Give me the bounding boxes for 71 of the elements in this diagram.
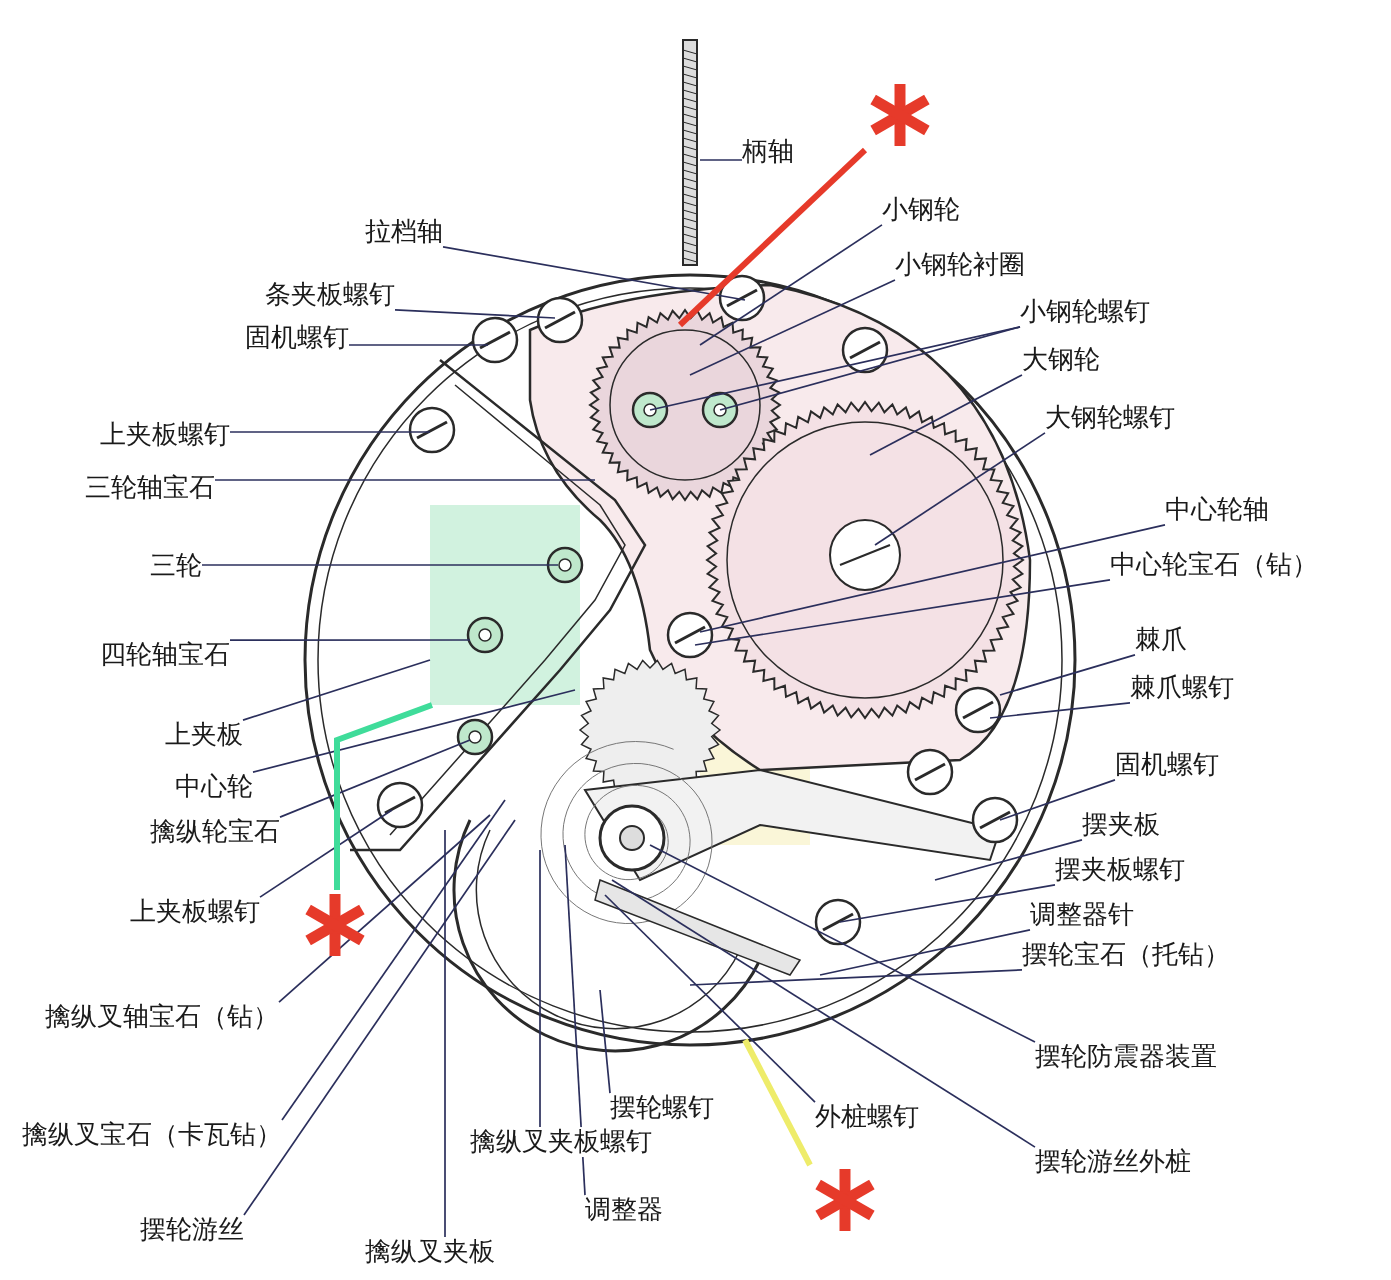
part-label: 大钢轮: [1022, 345, 1100, 375]
leader-line: [611, 879, 1036, 1148]
leader-line: [394, 309, 556, 319]
leader-line: [689, 969, 1023, 986]
part-label: 小钢轮螺钉: [1020, 297, 1150, 327]
part-label: 柄轴: [742, 137, 794, 167]
part-label: 摆轮游丝外桩: [1035, 1147, 1191, 1177]
part-label: 固机螺钉: [245, 323, 349, 353]
leader-line: [934, 839, 1083, 881]
leader-line: [539, 849, 541, 1128]
leader-line: [201, 564, 559, 566]
leader-line: [278, 814, 491, 1003]
highlight-line: [334, 702, 434, 890]
part-label: 擒纵叉夹板: [365, 1237, 495, 1267]
highlight-line: [677, 147, 868, 328]
part-label: 棘爪: [1135, 625, 1187, 655]
part-label: 棘爪螺钉: [1130, 673, 1234, 703]
leader-line: [229, 639, 471, 641]
leader-line: [279, 739, 471, 818]
leader-line: [252, 689, 576, 773]
highlight-line: [742, 1038, 813, 1167]
leader-line: [839, 884, 1056, 923]
leader-line: [442, 246, 746, 301]
part-label: 上夹板: [165, 720, 243, 750]
leader-line: [243, 819, 516, 1216]
part-label: 小钢轮: [882, 195, 960, 225]
leader-line: [819, 929, 1031, 976]
leader-line: [564, 844, 586, 1196]
part-label: 三轮: [150, 551, 202, 581]
leader-line: [229, 431, 431, 433]
leader-line: [348, 344, 489, 346]
part-label: 摆轮游丝: [140, 1215, 244, 1245]
leader-line: [214, 479, 596, 481]
part-label: 上夹板螺钉: [100, 420, 230, 450]
leader-line: [699, 159, 743, 161]
part-label: 擒纵叉夹板螺钉: [470, 1127, 652, 1157]
part-label: 中心轮轴: [1165, 495, 1269, 525]
part-label: 摆夹板螺钉: [1055, 855, 1185, 885]
part-label: 条夹板螺钉: [265, 280, 395, 310]
part-label: 上夹板螺钉: [130, 897, 260, 927]
leader-line: [699, 524, 1166, 633]
part-label: 外桩螺钉: [815, 1102, 919, 1132]
part-label: 调整器针: [1030, 900, 1134, 930]
part-label: 小钢轮衬圈: [895, 250, 1025, 280]
leader-line: [719, 326, 1021, 411]
leader-line: [689, 279, 896, 376]
leader-line: [242, 659, 431, 721]
part-label: 调整器: [585, 1195, 663, 1225]
part-label: 擒纵轮宝石: [150, 817, 280, 847]
part-label: 中心轮: [175, 772, 253, 802]
part-label: 三轮轴宝石: [85, 473, 215, 503]
leader-line: [444, 829, 446, 1238]
leader-line: [599, 989, 611, 1094]
leader-line: [604, 894, 816, 1103]
leader-line: [259, 809, 393, 898]
leader-line: [649, 844, 1036, 1043]
part-label: 摆夹板: [1082, 810, 1160, 840]
part-label: 大钢轮螺钉: [1045, 403, 1175, 433]
leader-line: [869, 374, 1023, 456]
part-label: 固机螺钉: [1115, 750, 1219, 780]
leader-line: [999, 779, 1116, 821]
part-label: 摆轮防震器装置: [1035, 1042, 1217, 1072]
leader-line: [694, 579, 1111, 646]
part-label: 摆轮螺钉: [610, 1093, 714, 1123]
leader-line: [874, 432, 1046, 546]
part-label: 拉档轴: [365, 217, 443, 247]
leader-line: [281, 799, 506, 1121]
leader-line: [989, 702, 1131, 719]
leader-line: [699, 224, 883, 346]
part-label: 四轮轴宝石: [100, 640, 230, 670]
leader-line: [999, 654, 1136, 696]
